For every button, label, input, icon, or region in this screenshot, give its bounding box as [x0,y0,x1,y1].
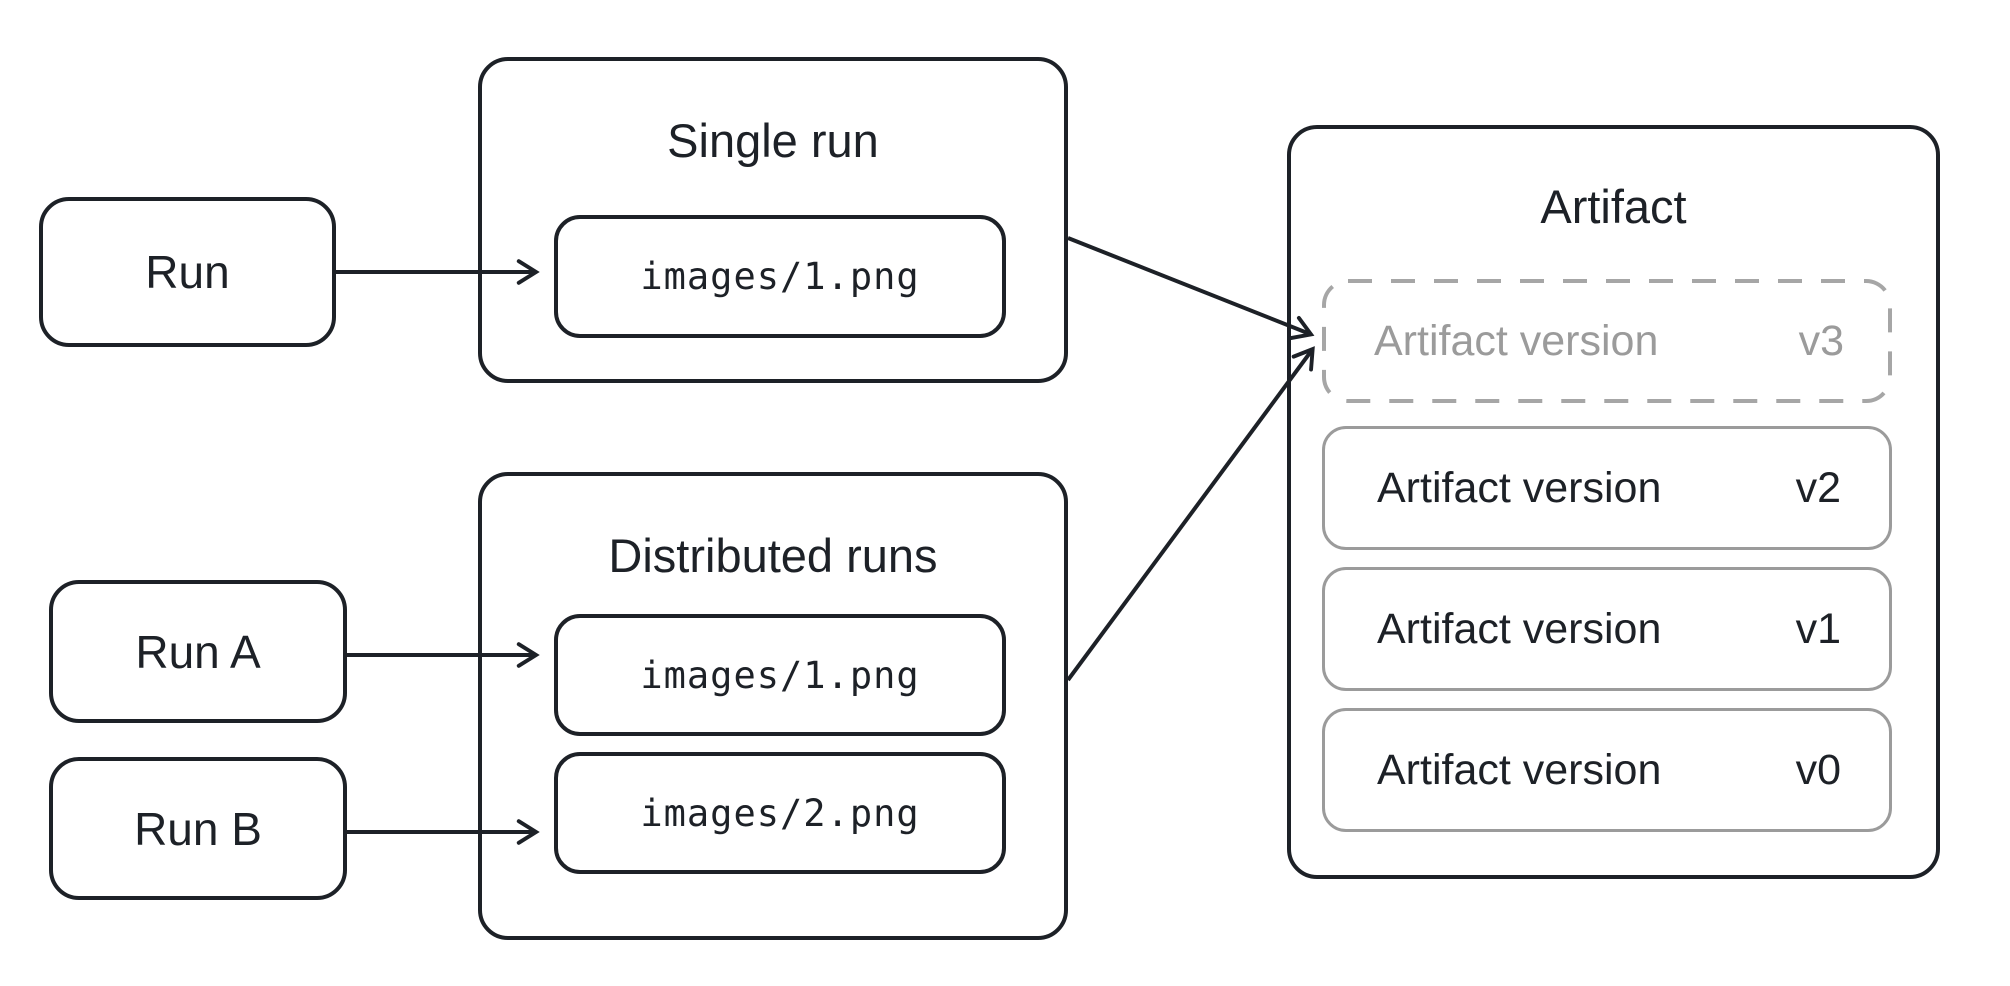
run-a-node: Run A [49,580,347,723]
run-node-label: Run [145,246,230,298]
artifact-version-tag: v0 [1795,745,1841,794]
artifact-version-label: Artifact version [1377,745,1662,794]
artifact-version-tag: v3 [1798,316,1844,365]
file-node-single-images-1: images/1.png [554,215,1006,338]
artifact-version-row-v3: Artifact version v3 [1322,279,1892,403]
single-run-group-title: Single run [667,114,879,167]
file-node-distributed-images-1: images/1.png [554,614,1006,736]
run-b-node-label: Run B [134,802,262,855]
artifact-version-row-v1: Artifact version v1 [1322,567,1892,691]
edge-single-run-to-artifact-version [1067,236,1315,341]
file-node-label: images/1.png [640,653,920,697]
artifact-version-label: Artifact version [1374,316,1659,365]
single-run-group: Single run images/1.png [478,57,1068,383]
distributed-runs-group: Distributed runs images/1.png images/2.p… [478,472,1068,940]
artifact-version-tag: v1 [1795,604,1841,653]
file-node-label: images/1.png [640,255,920,298]
artifact-version-label: Artifact version [1377,463,1662,512]
artifact-version-tag: v2 [1795,463,1841,512]
run-node: Run [39,197,336,347]
artifact-group: Artifact Artifact version v3 Artifact ve… [1287,125,1940,879]
artifact-group-title: Artifact [1540,180,1687,233]
file-node-distributed-images-2: images/2.png [554,752,1006,874]
distributed-runs-group-title: Distributed runs [608,529,938,582]
file-node-label: images/2.png [640,791,920,835]
run-b-node: Run B [49,757,347,900]
run-a-node-label: Run A [135,625,261,678]
artifact-version-row-v0: Artifact version v0 [1322,708,1892,832]
artifact-version-row-v2: Artifact version v2 [1322,426,1892,550]
artifact-version-label: Artifact version [1377,604,1662,653]
edge-distributed-runs-to-artifact-version [1066,346,1315,682]
